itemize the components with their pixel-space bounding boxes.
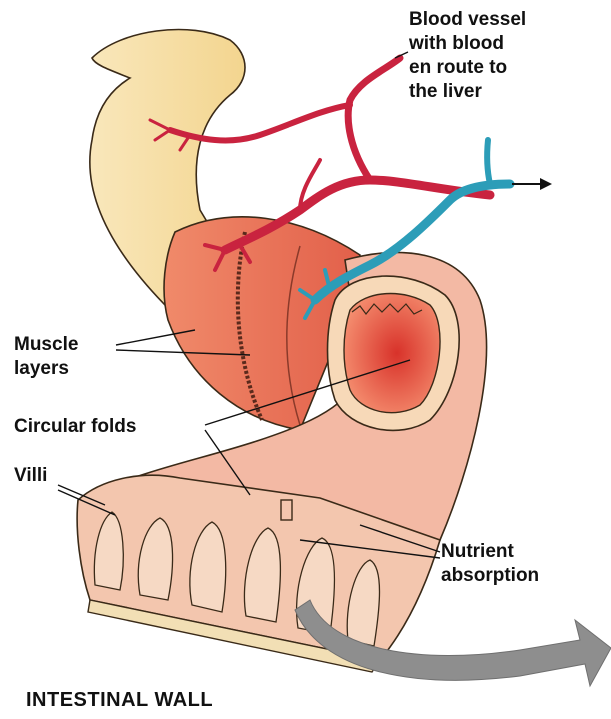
- nutrient-absorption-label: Nutrient absorption: [441, 540, 539, 588]
- lumen-opening: [344, 294, 440, 413]
- villi-label: Villi: [14, 464, 47, 488]
- circular-folds-label: Circular folds: [14, 415, 136, 439]
- blood-flow-arrowhead: [540, 178, 552, 190]
- blood-vessel-label: Blood vessel with blood en route to the …: [409, 8, 526, 104]
- diagram-title: INTESTINAL WALL: [26, 688, 213, 712]
- muscle-layers-label: Muscle layers: [14, 333, 78, 381]
